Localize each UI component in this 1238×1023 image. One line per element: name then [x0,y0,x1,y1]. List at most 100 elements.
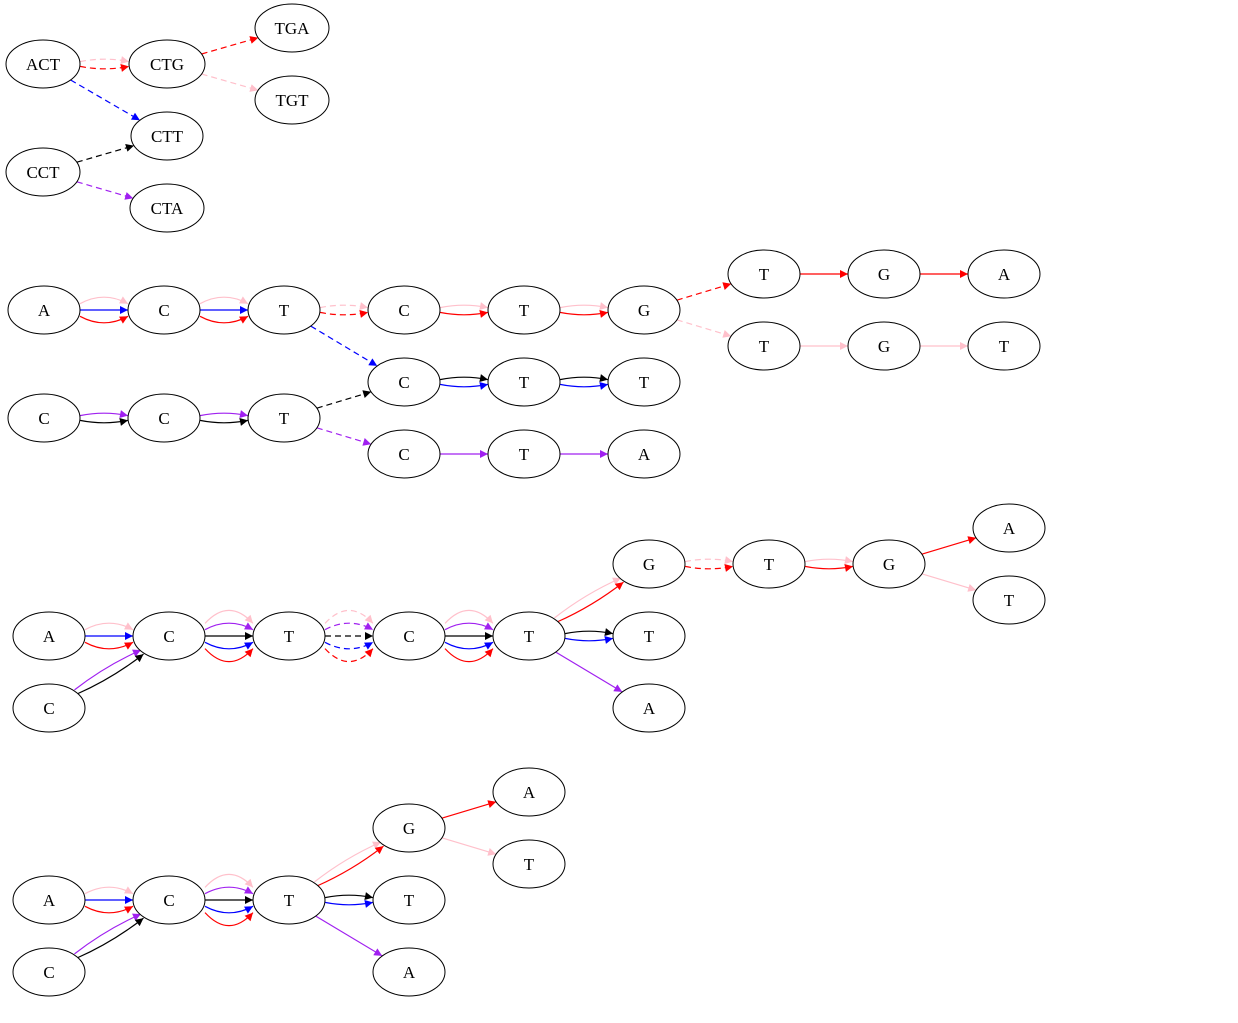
node-ellipse [127,285,201,335]
node-g2_t6: T [487,357,561,407]
node-label: T [279,301,290,320]
edge-g2_c3-to-g2_t6-blue [439,382,489,390]
node-g2_t8: T [247,393,321,443]
node-label: ACT [26,55,61,74]
node-g2_t9: T [487,429,561,479]
node-label: A [43,891,56,910]
edge-line [199,315,249,324]
node-g2_g3: G [847,321,921,371]
node-ellipse [367,357,441,407]
node-g1_ctt: CTT [130,111,204,161]
edge-line [199,296,249,305]
node-ellipse [972,503,1046,553]
node-g2_t7: T [607,357,681,407]
node-ellipse [7,285,81,335]
edge-line [439,382,489,390]
node-ellipse [132,611,206,661]
edge-line [684,564,734,572]
edge-g4_t1-to-g4_tm-black [324,892,374,900]
edge-g4_c1-to-g4_t1-blue [204,905,254,914]
node-g3_ab: A [612,683,686,733]
node-label: G [403,819,415,838]
node-label: T [1004,591,1015,610]
edge-g1_ctg-to-g1_tga-red [201,36,259,55]
node-ellipse [612,611,686,661]
node-g3_g2: G [852,539,926,589]
node-ellipse [252,611,326,661]
edge-line [70,79,141,121]
node-label: C [158,409,169,428]
node-g4_t2: T [492,839,566,889]
node-g2_a2: A [967,249,1041,299]
edge-line [79,418,129,426]
node-label: T [279,409,290,428]
node-ellipse [732,539,806,589]
node-label: TGT [275,91,309,110]
edge-line [676,282,732,301]
node-ellipse [727,249,801,299]
node-ellipse [847,321,921,371]
node-g4_cin: C [12,947,86,997]
edge-line [76,143,135,163]
edge-line [84,622,134,631]
edge-g2_t6-to-g2_t7-blue [559,382,609,390]
node-ellipse [492,611,566,661]
edge-line [204,622,254,631]
node-g3_t3: T [732,539,806,589]
edge-line [441,800,497,819]
node-ellipse [12,683,86,733]
edge-g2_c5-to-g2_t8-black [199,418,249,426]
node-label: A [643,699,656,718]
edge-g3_t3-to-g3_g2-red [804,564,854,572]
node-ellipse [487,429,561,479]
edge-line [84,905,134,914]
node-g1_cta: CTA [129,183,205,233]
node-label: C [398,301,409,320]
node-ellipse [12,875,86,925]
node-label: A [43,627,56,646]
node-ellipse [12,947,86,997]
node-g2_t4: T [727,321,801,371]
node-ellipse [492,839,566,889]
edge-line [84,886,134,895]
edge-g4_c1-to-g4_t1-red [204,912,254,927]
node-g1_cct: CCT [5,147,81,197]
edge-g2_t8-to-g2_c6-purple [316,427,372,446]
node-ellipse [607,429,681,479]
node-g4_a2: A [492,767,566,817]
node-ellipse [367,285,441,335]
edge-line [79,410,129,418]
edge-g2_t1-to-g2_c3-blue [310,325,378,367]
edge-g2_a-to-g2_c1-red [79,315,129,324]
edge-g3_c1-to-g3_t1-purple [204,622,254,631]
node-g2_t3: T [727,249,801,299]
edge-g4_cin-to-g4_c1-black [76,917,144,959]
edge-g3_g-to-g3_t3-red [684,564,734,572]
edge-line [444,609,494,624]
edge-g2_t8-to-g2_c3-black [316,390,372,409]
edge-g3_c2-to-g3_t2-blue [444,641,494,650]
edge-g3_g-to-g3_t3-pink [684,556,734,564]
edge-line [804,556,854,564]
node-ellipse [607,357,681,407]
node-ellipse [128,39,206,89]
edge-line [804,564,854,572]
edge-g1_act-to-g1_ctg-red [79,64,130,72]
edge-g2_g-to-g2_t4-pink [676,319,732,338]
edge-line [676,319,732,338]
node-label: CTG [150,55,184,74]
node-label: C [163,627,174,646]
edge-line [79,296,129,305]
node-g1_tgt: TGT [254,75,330,125]
edge-g2_c2-to-g2_t2-red [439,310,489,318]
edge-line [319,310,369,318]
node-label: C [403,627,414,646]
node-ellipse [12,611,86,661]
edge-line [310,325,378,367]
edge-line [79,315,129,324]
edge-line [314,841,382,883]
edge-g3_t3-to-g3_g2-pink [804,556,854,564]
edge-line [204,886,254,895]
node-label: C [398,373,409,392]
